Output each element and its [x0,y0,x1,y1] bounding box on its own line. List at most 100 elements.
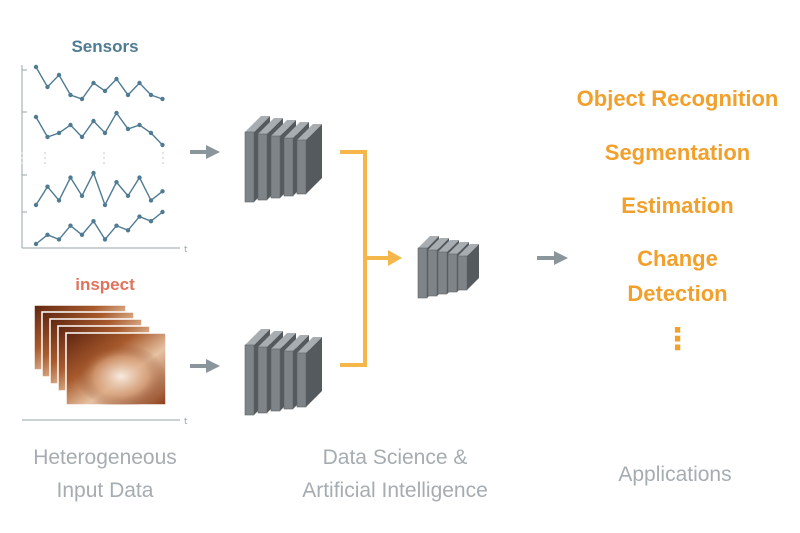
network-layer-top [297,124,322,140]
sensor-data-point [91,118,96,124]
network-layer [283,350,294,410]
fusion-connector [340,150,390,367]
network-layer [270,135,281,199]
sensor-data-point [148,130,154,136]
sensor-data-point [137,122,142,128]
network-layer-top [458,244,479,256]
image-axis-letter: t [184,417,188,427]
network-layer [296,352,307,408]
app-change-detection-line1: Change [637,246,718,271]
sensors-label: Sensors [71,37,139,56]
sensor-data-point [137,80,142,86]
sensor-data-point [102,237,108,242]
sensor-data-point [125,228,131,233]
network-layer [437,251,448,295]
sensor-data-point [114,223,119,228]
sensor-data-point [125,193,131,199]
network-layer-top [258,118,283,134]
network-layer-top [271,333,296,349]
network-layer-side [467,244,479,290]
sensor-data-point [160,189,165,194]
fusion-network-block [417,236,479,299]
network-layer [257,133,268,201]
sensor-series-line [35,66,163,100]
sensor-data-point [91,170,96,176]
arrow-images-to-network [190,359,220,373]
sensor-data-point [160,142,165,148]
sensor-data-point [68,92,73,98]
app-segmentation: Segmentation [604,140,751,165]
network-layer-top [271,120,296,136]
network-layer [457,255,468,291]
sensor-row-dividers [21,152,164,165]
sensor-data-point [125,126,131,132]
sensor-data-point [114,110,119,116]
network-layer [257,346,268,414]
network-layer-side [306,124,322,194]
sensor-data-point [102,130,108,136]
sensor-data-point [68,223,73,228]
sensor-data-point [33,64,39,70]
ai-caption: Data Science & Artificial Intelligence [265,441,525,507]
sensor-data-point [102,202,108,208]
sensor-data-point [79,193,85,199]
sensor-data-point [45,134,50,140]
sensor-data-point [91,218,96,224]
sensor-series-line [35,211,163,245]
sensor-data-point [148,198,154,203]
sensor-axis-letter: t [184,245,188,255]
sensor-data-point [45,232,50,238]
network-layer-top [245,116,270,132]
sensor-data-point [33,114,39,120]
input-data-caption-line1: Heterogeneous [33,446,177,469]
sensor-data-point [79,96,85,102]
sensor-data-point [114,76,119,82]
sensor-data-point [79,232,85,238]
sensor-data-point [148,92,154,98]
sensor-data-point [79,134,85,140]
sensor-data-point [45,84,50,90]
network-layer [447,253,458,293]
network-layer [283,137,294,197]
inspect-label: inspect [75,275,135,294]
network-layer-top [438,240,459,252]
inspection-frame-highlight [66,333,166,405]
sensor-data-point [160,209,165,215]
app-change-detection-line2: Detection [627,281,728,306]
arrow-sensors-to-network [190,145,220,159]
app-estimation: Estimation [621,193,734,218]
network-layer [427,249,438,297]
sensor-data-point [125,92,131,98]
network-layer [296,139,307,195]
sensor-data-point [148,218,154,224]
input-data-caption-line2: Input Data [56,479,154,502]
app-object-recognition: Object Recognition [576,86,779,111]
sensor-data-point [56,130,62,136]
sensor-series-group [33,64,165,247]
network-layer-top [245,329,270,345]
network-layer [417,247,428,299]
network-layer [244,344,255,416]
inspection-image-stack [33,304,167,406]
arrow-fusion-to-applications [537,251,568,265]
app-more-ellipsis: ⋮ [662,323,693,356]
sensor-series-line [35,171,163,207]
network-layer-top [418,236,439,248]
network-layer-top [258,331,283,347]
sensor-data-point [68,122,73,128]
sensor-data-point [56,198,62,203]
fusion-connector-arrowhead [388,250,402,266]
sensor-data-point [56,72,62,78]
ai-caption-line1: Data Science & [322,446,468,469]
network-layer-top [284,335,309,351]
network-layer-top [448,242,469,254]
ai-caption-line2: Artificial Intelligence [302,479,488,502]
sensor-data-point [33,241,39,247]
image-network-block [244,329,322,416]
sensor-plot-axes [21,65,180,249]
sensor-row-ticks [22,69,27,213]
input-data-caption: Heterogeneous Input Data [10,441,200,507]
sensor-series-line [35,111,164,146]
network-layer [244,131,255,203]
